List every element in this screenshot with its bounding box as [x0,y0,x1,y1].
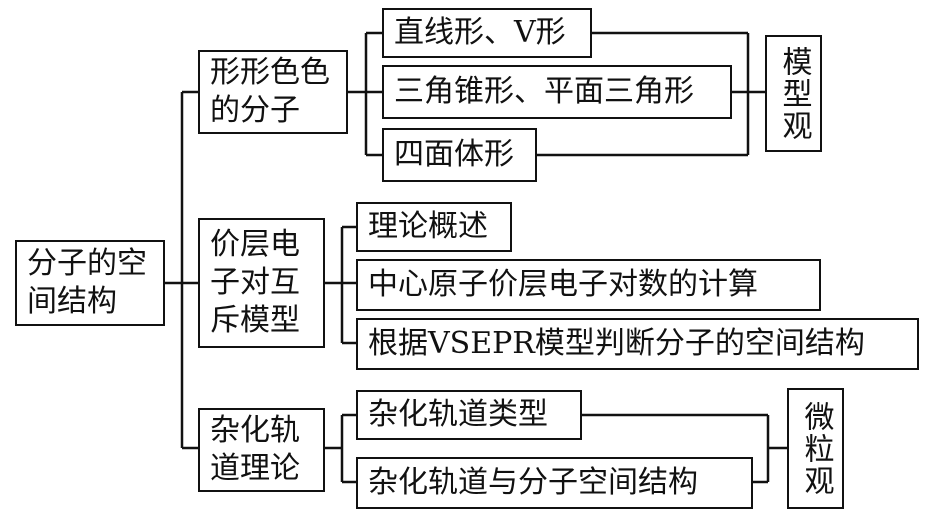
item-hybrid-structure: 杂化轨道与分子空间结构 [356,457,753,509]
item-theory-overview: 理论概述 [356,202,512,252]
item-vsepr-judgment: 根据VSEPR模型判断分子的空间结构 [356,318,919,370]
item-tetrahedral: 四面体形 [382,128,537,182]
category-node-molecules: 形形色色 的分子 [198,50,348,134]
item-linear-v: 直线形、V形 [382,8,592,58]
root-node: 分子的空 间结构 [15,240,165,326]
item-trigonal: 三角锥形、平面三角形 [382,65,732,119]
item-hybrid-types: 杂化轨道类型 [356,390,582,440]
category-node-vsepr: 价层电 子对互 斥模型 [198,218,325,348]
category-node-hybridization: 杂化轨 道理论 [198,408,325,492]
view-node-model: 模型观 [765,35,822,152]
view-node-micro: 微粒观 [787,388,844,509]
item-electron-pair-count: 中心原子价层电子对数的计算 [356,259,821,311]
